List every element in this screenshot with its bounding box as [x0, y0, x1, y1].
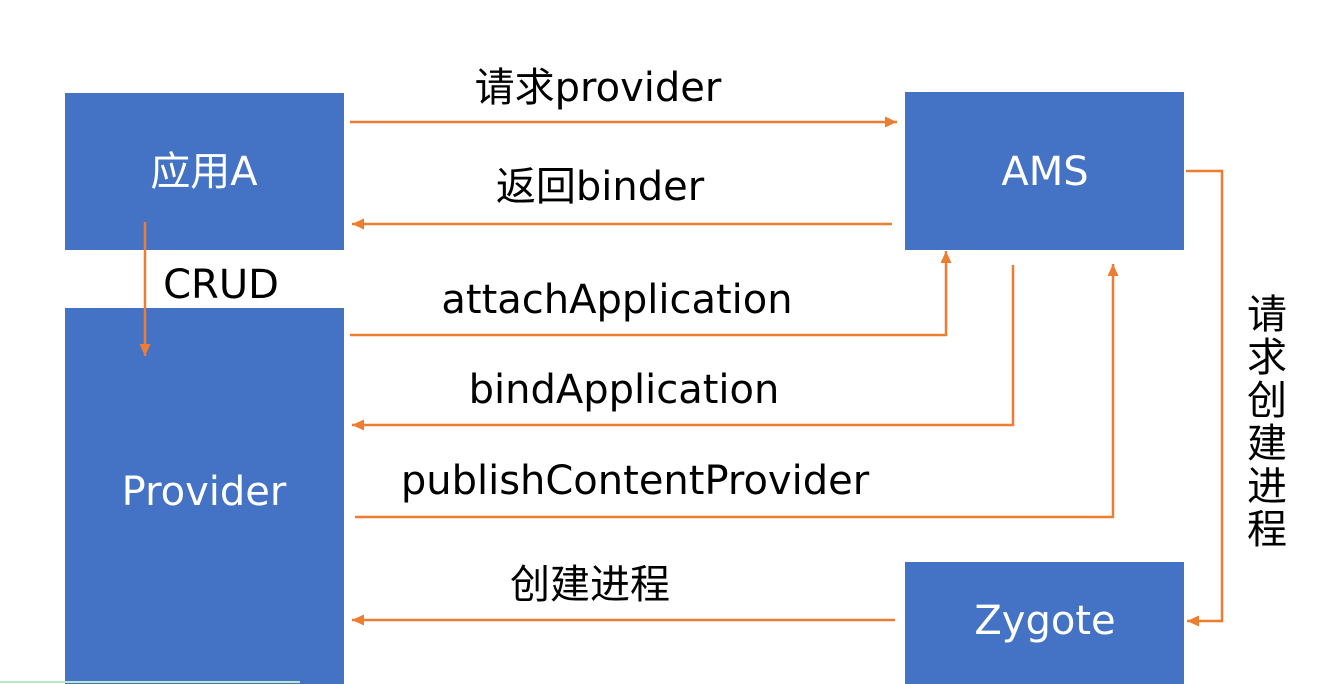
node-zygote-box	[905, 562, 1184, 684]
node-app-a-label: 应用A	[150, 149, 258, 195]
node-provider-label: Provider	[122, 469, 287, 515]
edge-attach-application-label: attachApplication	[441, 277, 792, 323]
node-ams-box	[905, 92, 1184, 250]
node-app-a-box	[65, 93, 344, 250]
edge-request-provider-label: 请求provider	[475, 65, 722, 111]
node-provider-box	[65, 308, 344, 684]
edge-crud-label: CRUD	[163, 262, 279, 308]
node-app-a: 应用A	[65, 93, 344, 250]
edge-bind-application-arrow	[352, 265, 1015, 431]
edge-bind-application: bindApplication	[352, 265, 1015, 431]
edge-attach-application-arrow	[350, 251, 952, 337]
edge-request-provider: 请求provider	[350, 65, 897, 128]
edge-bind-application-label: bindApplication	[469, 367, 780, 413]
edge-attach-application: attachApplication	[350, 251, 952, 337]
edge-return-binder: 返回binder	[352, 164, 892, 230]
node-ams-label: AMS	[1001, 149, 1088, 195]
edge-crud: CRUD	[139, 222, 279, 356]
node-zygote-label: Zygote	[974, 598, 1115, 644]
edge-request-create-process-label: 请求创建进程	[1240, 293, 1286, 551]
edge-request-create-process-arrow	[1186, 169, 1224, 627]
edge-return-binder-label: 返回binder	[496, 164, 705, 210]
edge-create-process-label: 创建进程	[510, 562, 670, 608]
edge-create-process: 创建进程	[352, 562, 895, 626]
node-ams: AMS	[905, 92, 1184, 250]
node-provider: Provider	[65, 308, 344, 684]
edge-publish-content-provider: publishContentProvider	[355, 264, 1119, 519]
edge-publish-content-provider-arrow	[355, 264, 1119, 519]
node-zygote: Zygote	[905, 562, 1184, 684]
edge-request-create-process	[1186, 169, 1224, 627]
bottom-divider-line	[0, 681, 300, 683]
edge-publish-content-provider-label: publishContentProvider	[401, 458, 870, 504]
